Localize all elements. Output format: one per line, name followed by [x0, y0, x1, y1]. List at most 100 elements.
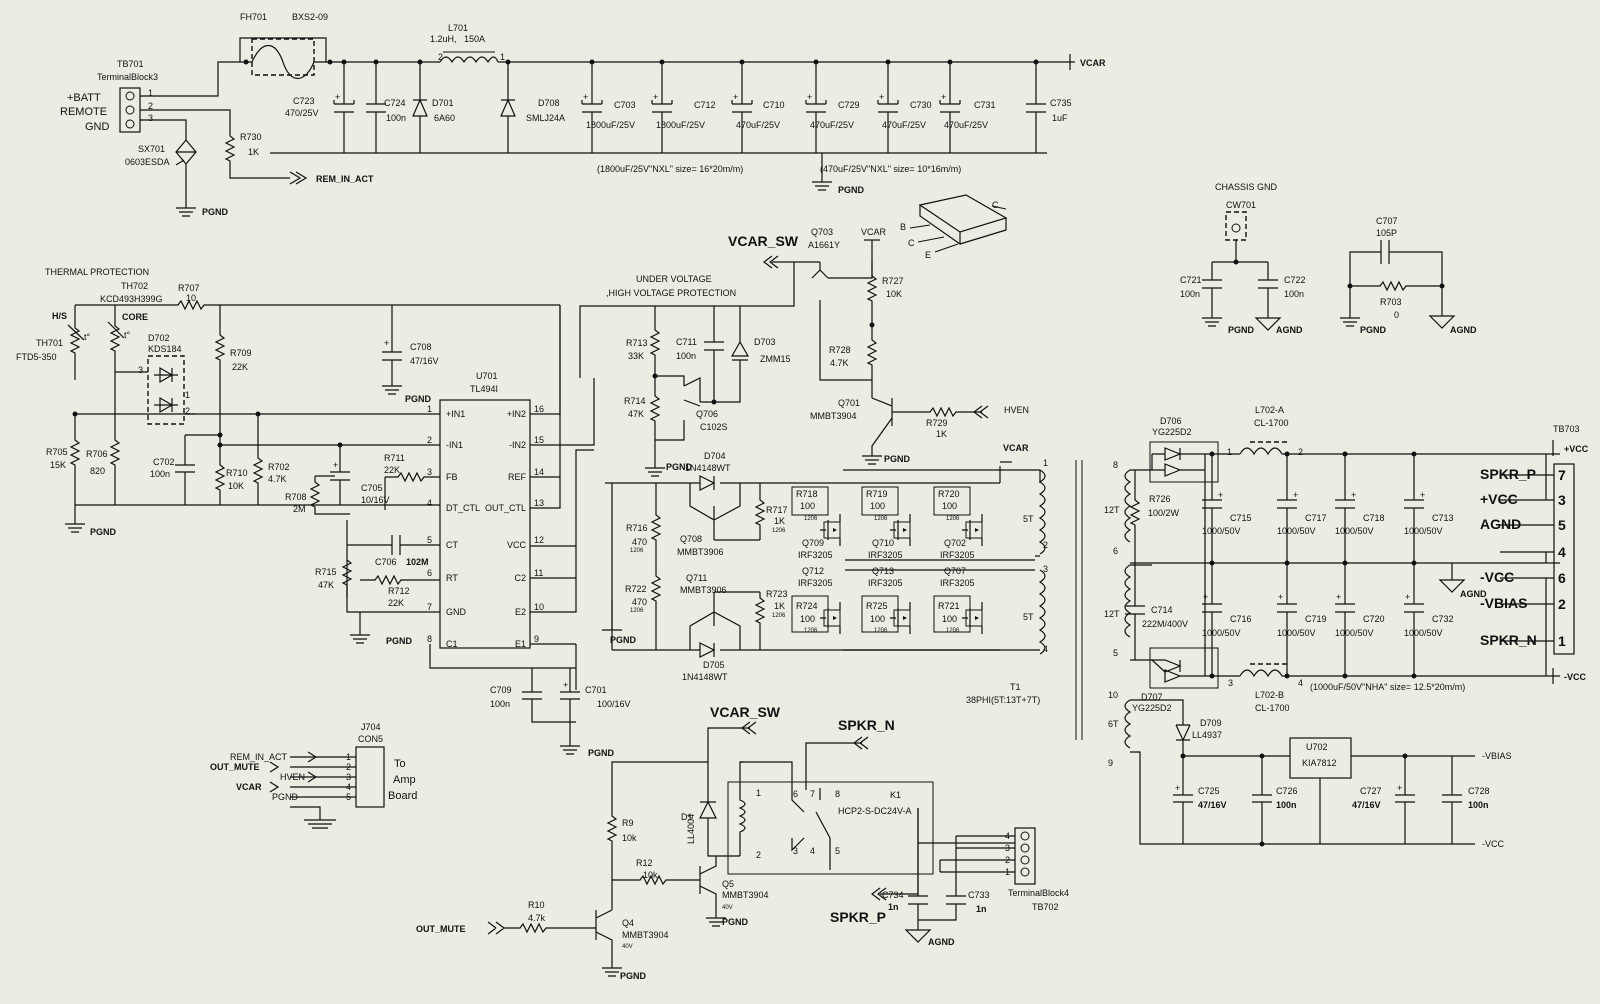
pgnd-label-r703: PGND [1360, 325, 1387, 335]
q707-value: IRF3205 [940, 578, 975, 588]
pgnd-label-c701: PGND [588, 748, 615, 758]
d702-value: KDS184 [148, 344, 182, 354]
c701-ref: C701 [585, 685, 607, 695]
q708-ref: Q708 [680, 534, 702, 544]
tb703-pin-number-3: 3 [1558, 492, 1566, 508]
d701-value: 6A60 [434, 113, 455, 123]
c719-value: 1000/50V [1277, 628, 1316, 638]
r730-ref: R730 [240, 132, 262, 142]
rem-in-act-net: REM_IN_ACT [316, 174, 374, 184]
tb702-type: TerminalBlock4 [1008, 888, 1069, 898]
svg-text:8: 8 [835, 789, 840, 799]
d704-ref: D704 [704, 451, 726, 461]
fh701-value: BXS2-09 [292, 12, 328, 22]
t1-pin-10: 10 [1108, 690, 1118, 700]
q713-value: IRF3205 [868, 578, 903, 588]
d706-ref: D706 [1160, 416, 1182, 426]
r712-value: 22K [388, 598, 404, 608]
pkg-tab-c: C [992, 200, 999, 210]
c730-ref: C730 [910, 100, 932, 110]
l702a-ref: L702-A [1255, 405, 1284, 415]
c708-ref: C708 [410, 342, 432, 352]
tb703-pin-label-6: -VCC [1480, 569, 1514, 585]
agnd-label-r703: AGND [1450, 325, 1477, 335]
q703-ref: Q703 [811, 227, 833, 237]
tb703-pin-number-5: 5 [1558, 517, 1566, 533]
c701-value: 100/16V [597, 699, 631, 709]
q707-ref: Q707 [944, 566, 966, 576]
tb702-terminal-block [1014, 827, 1036, 885]
thermal-title: THERMAL PROTECTION [45, 267, 149, 277]
c723-value: 470/25V [285, 108, 319, 118]
l702b-ref: L702-B [1255, 690, 1284, 700]
r722-package: 1206 [630, 608, 644, 614]
c729-value: 470uF/25V [810, 120, 854, 130]
pgnd-label-q706: PGND [666, 462, 693, 472]
t1-pin-6: 6 [1113, 546, 1118, 556]
u701-pin-num-3: 3 [427, 467, 432, 477]
r726-ref: R726 [1149, 494, 1171, 504]
remote-label: REMOTE [60, 106, 107, 118]
tb703-pin-label-7: SPKR_P [1480, 466, 1536, 482]
r709-ref: R709 [230, 348, 252, 358]
u701-pin-num-8: 8 [427, 634, 432, 644]
vbias-out-label: -VBIAS [1482, 751, 1512, 761]
c735-ref: C735 [1050, 98, 1072, 108]
r727-value: 10K [886, 289, 902, 299]
svg-text:4: 4 [1298, 678, 1303, 688]
u701-pin-name-9: E1 [515, 639, 526, 649]
power-input-section: TB701 TerminalBlock3 +BATT REMOTE GND 1 … [60, 12, 1106, 217]
tb703-pin-label-3: +VCC [1480, 491, 1518, 507]
c732-ref: C732 [1432, 614, 1454, 624]
sx701-value: 0603ESDA [125, 157, 170, 167]
c723-ref: C723 [293, 96, 315, 106]
d707-value: YG225D2 [1132, 703, 1172, 713]
t1-primary-turns-1: 5T [1023, 514, 1034, 524]
d708-value: SMLJ24A [526, 113, 565, 123]
svg-text:+: + [1175, 783, 1180, 793]
tb703-pin-label-1: SPKR_N [1480, 632, 1537, 648]
u701-pin-name-13: OUT_CTL [485, 503, 526, 513]
r720-ref: R720 [938, 489, 960, 499]
d703-ref: D703 [754, 337, 776, 347]
c731-value: 470uF/25V [944, 120, 988, 130]
th701-ref: TH701 [36, 338, 63, 348]
c702-ref: C702 [153, 457, 175, 467]
c706-ref: C706 [375, 557, 397, 567]
tb702-pin-4: 4 [956, 831, 1030, 841]
c724-ref: C724 [384, 98, 406, 108]
cw701-chassis-point [1225, 211, 1247, 241]
svg-text:+: + [384, 338, 389, 348]
svg-text:6: 6 [793, 789, 798, 799]
tb703-pin-label-2: -VBIAS [1480, 595, 1527, 611]
rectifier-section: D706 YG225D2 D707 YG225D2 R726 100/2W C7… [1125, 405, 1560, 713]
spkr-n-label-relay: SPKR_N [838, 717, 895, 733]
tb702-pin-2: 2 [940, 855, 1030, 865]
svg-text:2: 2 [756, 850, 761, 860]
c729-polarity: + [807, 92, 812, 102]
to-amp-text-2: Amp [393, 774, 416, 786]
r724-package: 1206 [804, 628, 818, 634]
rectifier-cap-note: (1000uF/50V"NHA" size= 12.5*20m/m) [1310, 682, 1465, 692]
c720-polarity: + [1336, 592, 1341, 602]
q702-ref: Q702 [944, 538, 966, 548]
pgnd-label-chassis: PGND [1228, 325, 1255, 335]
r715-value: 47K [318, 580, 334, 590]
c731-polarity: + [941, 92, 946, 102]
q706-ref: Q706 [696, 409, 718, 419]
c713-ref: C713 [1432, 513, 1454, 523]
tb703-pin-3: +VCC 3 [1480, 491, 1566, 508]
r714-ref: R714 [624, 396, 646, 406]
chassis-ground-section: CHASSIS GND CW701 C721 100n C722 100n PG… [1180, 182, 1477, 335]
t1-value: 38PHI(5T:13T+7T) [966, 695, 1040, 705]
l702b-value: CL-1700 [1255, 703, 1290, 713]
u701-pin-name-15: -IN2 [509, 440, 526, 450]
tb703-pin-number-4: 4 [1558, 544, 1566, 560]
